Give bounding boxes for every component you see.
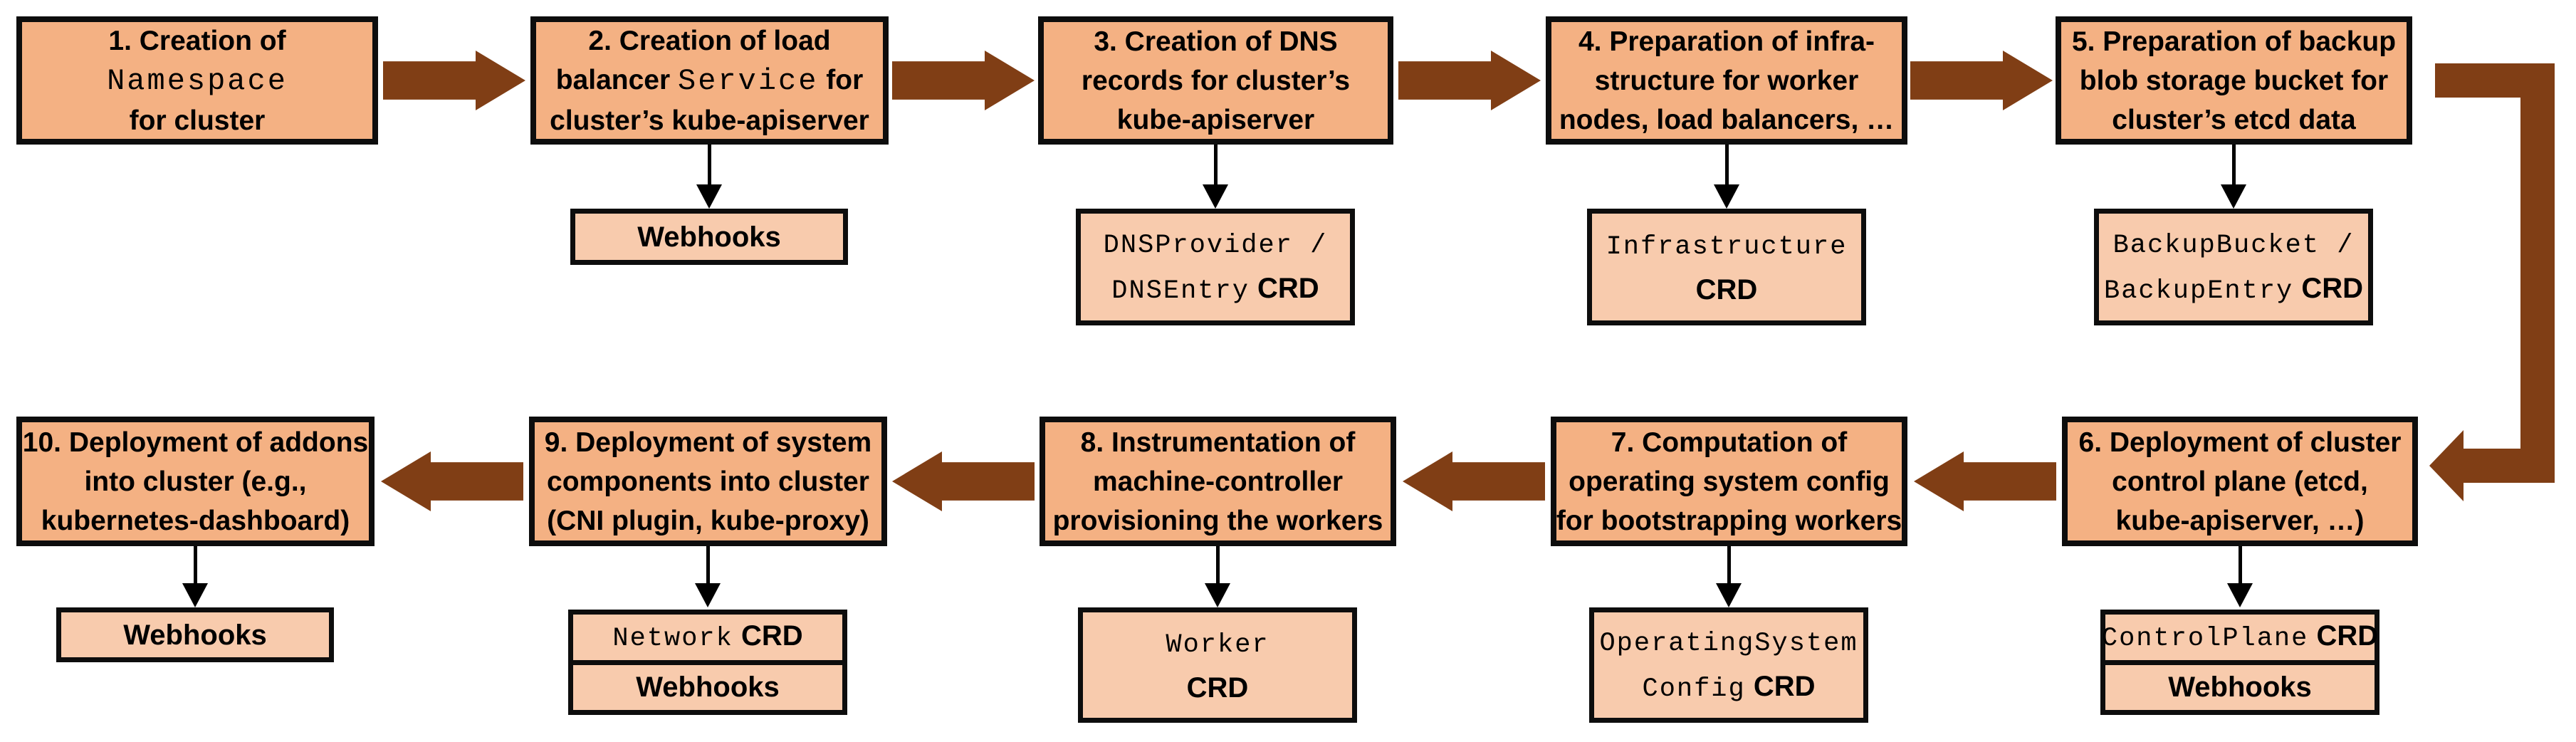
down-arrowhead-step3-icon	[1203, 184, 1228, 209]
sub-label: DNSEntry CRD	[1111, 273, 1319, 306]
arrow-step9-to-step10-icon	[381, 451, 523, 511]
step-1-text: for cluster	[129, 105, 266, 136]
step-6-sub-box-controlplane-crd-webhooks: ControlPlane CRD Webhooks	[2100, 610, 2379, 715]
step-1-text: Namespace	[107, 63, 288, 98]
down-connector-step9-icon	[706, 546, 710, 585]
step-1-box: 1. Creation of Namespace for cluster	[16, 16, 378, 145]
step-2-text: 2. Creation of load	[588, 25, 831, 56]
down-connector-step7-icon	[1727, 546, 1731, 585]
step-9-text: components into cluster	[547, 466, 869, 497]
step-9-text: (CNI plugin, kube-proxy)	[547, 505, 869, 536]
arrow-step8-to-step9-icon	[892, 451, 1035, 511]
step-5-box: 5. Preparation of backup blob storage bu…	[2056, 16, 2412, 145]
down-arrowhead-step4-icon	[1714, 184, 1739, 209]
step-10-text: kubernetes-dashboard)	[41, 505, 350, 536]
down-arrowhead-step9-icon	[695, 583, 721, 607]
step-5-text: cluster’s etcd data	[2112, 104, 2356, 135]
arrow-step2-to-step3-icon	[892, 51, 1035, 110]
step-4-sub-box-infrastructure-crd: Infrastructure CRD	[1587, 209, 1866, 325]
step-3-sub-box-dns-crd: DNSProvider / DNSEntry CRD	[1076, 209, 1355, 325]
step-6-text: control plane (etcd,	[2112, 466, 2368, 497]
sub-label: CRD	[1186, 672, 1249, 704]
step-2-text: balancer Service for	[555, 63, 864, 98]
sub-label: Worker	[1166, 630, 1269, 660]
step-6-text: 6. Deployment of cluster	[2078, 427, 2402, 458]
sub-label: Infrastructure	[1606, 232, 1848, 262]
step-3-box: 3. Creation of DNS records for cluster’s…	[1038, 16, 1393, 145]
step-10-text: into cluster (e.g.,	[84, 466, 307, 497]
step-4-text: structure for worker	[1594, 65, 1859, 96]
step-4-text: nodes, load balancers, …	[1559, 104, 1895, 135]
down-arrowhead-step8-icon	[1205, 583, 1230, 607]
down-connector-step10-icon	[194, 546, 197, 585]
sub-label: Config CRD	[1642, 671, 1816, 704]
step-6-box: 6. Deployment of cluster control plane (…	[2062, 417, 2418, 546]
sub-label: OperatingSystem	[1599, 629, 1858, 659]
down-connector-step8-icon	[1216, 546, 1220, 585]
arrow-step4-to-step5-icon	[1910, 51, 2053, 110]
down-connector-step5-icon	[2232, 145, 2236, 186]
down-arrowhead-step2-icon	[696, 184, 722, 209]
down-connector-step2-icon	[708, 145, 711, 186]
down-arrowhead-step7-icon	[1716, 583, 1742, 607]
step-3-text: kube-apiserver	[1116, 104, 1315, 135]
arrow-step1-to-step2-icon	[383, 51, 525, 110]
elbow-connector-arrowhead-icon	[2429, 430, 2464, 501]
down-connector-step3-icon	[1214, 145, 1218, 186]
step-9-box: 9. Deployment of system components into …	[529, 417, 887, 546]
step-8-text: provisioning the workers	[1052, 505, 1383, 536]
step-7-box: 7. Computation of operating system confi…	[1551, 417, 1907, 546]
sub-label: Webhooks	[123, 619, 267, 651]
sub-row: Webhooks	[568, 664, 847, 715]
step-10-box: 10. Deployment of addons into cluster (e…	[16, 417, 375, 546]
step-8-box: 8. Instrumentation of machine-controller…	[1040, 417, 1396, 546]
step-8-text: machine-controller	[1092, 466, 1344, 497]
step-3-text: 3. Creation of DNS	[1094, 26, 1338, 57]
step-10-sub-box-webhooks: Webhooks	[56, 607, 334, 662]
step-2-sub-box-webhooks: Webhooks	[570, 209, 848, 265]
down-arrowhead-step6-icon	[2227, 583, 2253, 607]
arrow-step3-to-step4-icon	[1398, 51, 1541, 110]
down-arrowhead-step10-icon	[182, 583, 208, 607]
step-10-text: 10. Deployment of addons	[22, 427, 369, 458]
step-7-text: 7. Computation of	[1611, 427, 1848, 458]
step-3-text: records for cluster’s	[1081, 65, 1351, 96]
step-5-sub-box-backup-crd: BackupBucket / BackupEntry CRD	[2094, 209, 2373, 325]
step-8-text: 8. Instrumentation of	[1080, 427, 1356, 458]
sub-row: Webhooks	[2100, 664, 2379, 715]
elbow-connector-vertical-segment-icon	[2520, 63, 2555, 483]
step-5-text: 5. Preparation of backup	[2071, 26, 2397, 57]
sub-label: Webhooks	[637, 221, 781, 253]
sub-row: ControlPlane CRD	[2100, 610, 2379, 665]
down-connector-step4-icon	[1725, 145, 1729, 186]
sub-label: Webhooks	[2168, 672, 2312, 704]
sub-label: ControlPlane CRD	[2101, 620, 2379, 654]
sub-label: BackupBucket /	[2112, 231, 2355, 261]
sub-label: BackupEntry CRD	[2103, 273, 2364, 306]
step-7-text: for bootstrapping workers	[1556, 505, 1902, 536]
step-9-sub-box-network-crd-webhooks: Network CRD Webhooks	[568, 610, 847, 715]
sub-label: Webhooks	[636, 672, 780, 704]
sub-row: Network CRD	[568, 610, 847, 665]
step-2-text: cluster’s kube-apiserver	[550, 105, 869, 136]
down-arrowhead-step5-icon	[2221, 184, 2246, 209]
step-4-text: 4. Preparation of infra-	[1578, 26, 1875, 57]
arrow-step7-to-step8-icon	[1403, 451, 1545, 511]
step-7-sub-box-osconfig-crd: OperatingSystem Config CRD	[1589, 607, 1868, 723]
step-8-sub-box-worker-crd: Worker CRD	[1078, 607, 1357, 723]
elbow-connector-bottom-segment-icon	[2462, 449, 2555, 483]
step-9-text: 9. Deployment of system	[544, 427, 872, 458]
down-connector-step6-icon	[2239, 546, 2242, 585]
sub-label: CRD	[1695, 274, 1758, 305]
sub-label: Network CRD	[612, 620, 803, 654]
sub-label: DNSProvider /	[1103, 231, 1328, 261]
arrow-step6-to-step7-icon	[1914, 451, 2056, 511]
step-1-text: 1. Creation of	[108, 25, 286, 56]
step-5-text: blob storage bucket for	[2079, 65, 2389, 96]
step-6-text: kube-apiserver, …)	[2115, 505, 2365, 536]
step-7-text: operating system config	[1569, 466, 1890, 497]
step-2-box: 2. Creation of load balancer Service for…	[530, 16, 889, 145]
step-4-box: 4. Preparation of infra- structure for w…	[1546, 16, 1907, 145]
